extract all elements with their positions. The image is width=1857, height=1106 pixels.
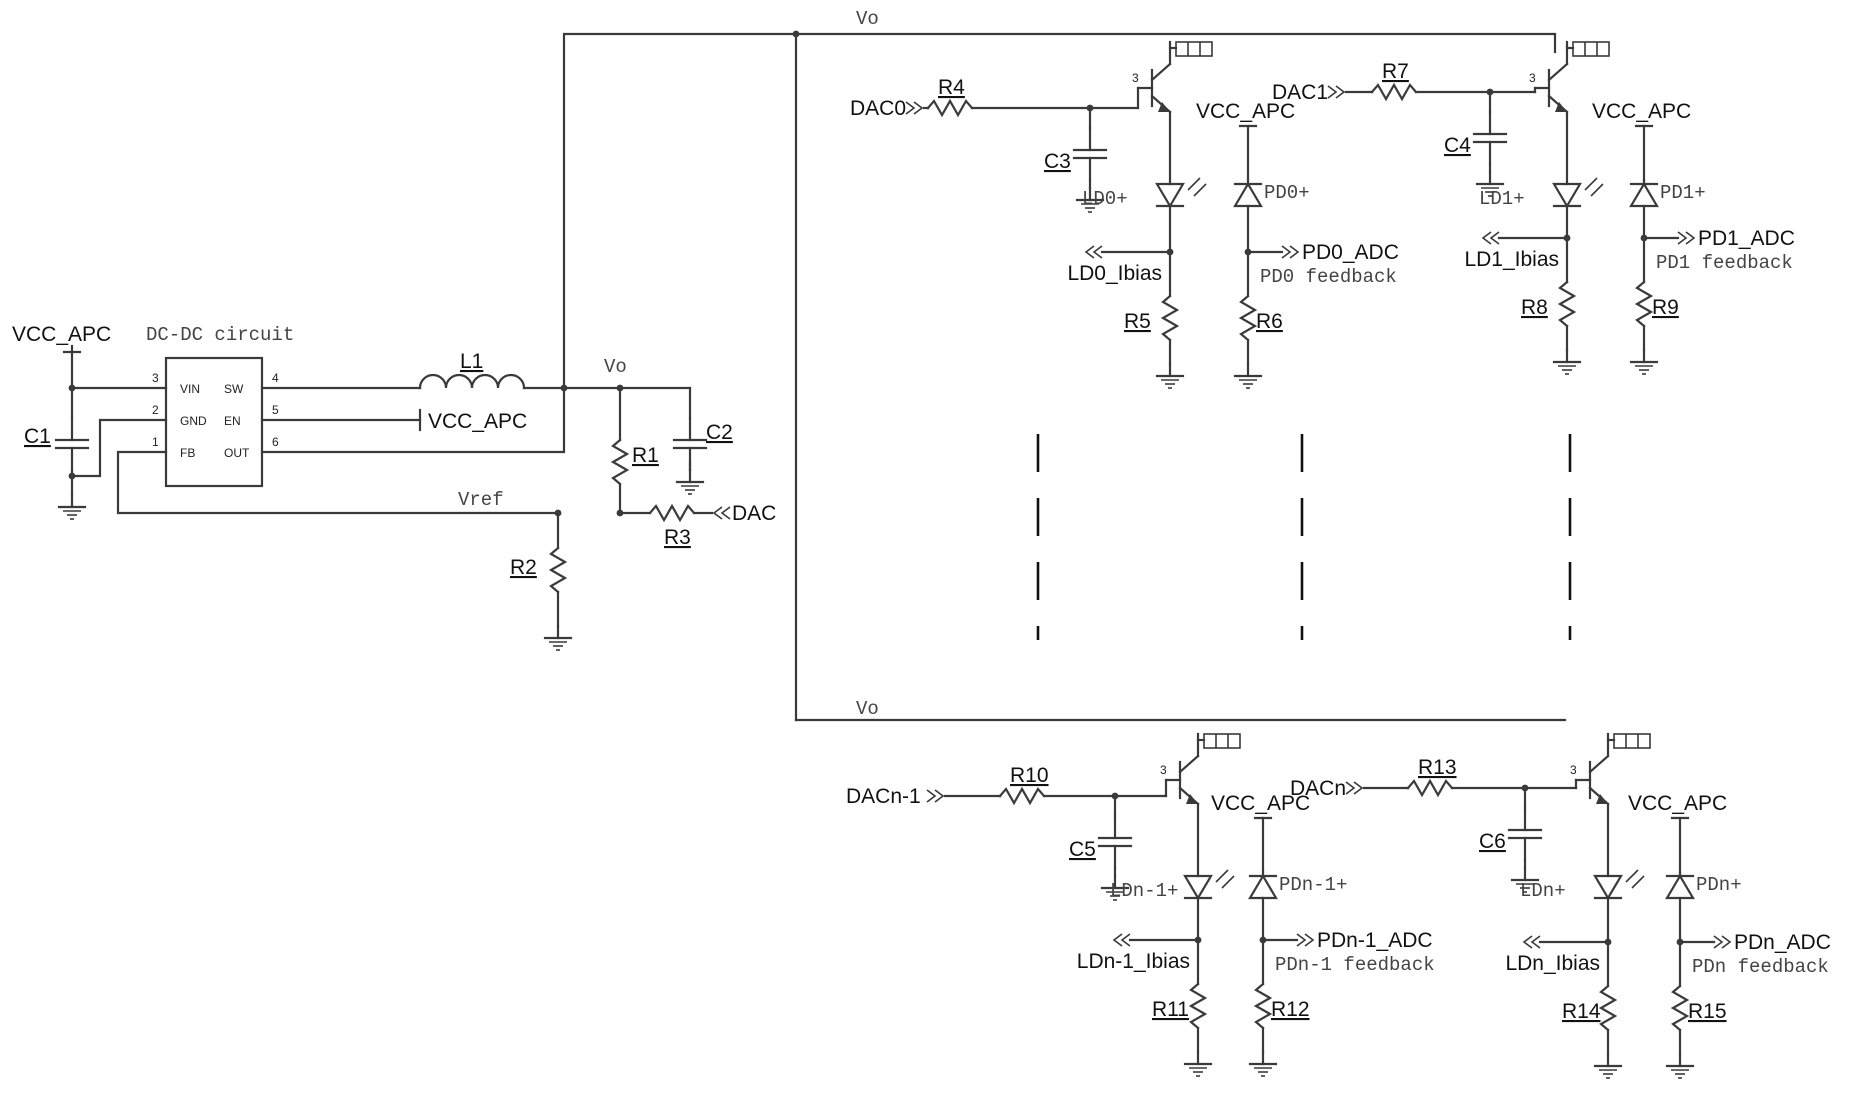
r2-label: R2 (510, 556, 537, 579)
pd-feedback-label: PDn feedback (1692, 956, 1829, 978)
c1-label: C1 (24, 425, 51, 448)
photodiode-label: PD1+ (1660, 182, 1706, 204)
base-capacitor-label: C3 (1044, 150, 1071, 173)
dcdc-ic (164, 356, 264, 488)
vcc-apc-dcdc-label: VCC_APC (12, 323, 111, 346)
pd-vcc-apc-label: VCC_APC (1592, 100, 1691, 123)
pd-vcc-apc-label: VCC_APC (1628, 792, 1727, 815)
ld-bias-net-label: LD1_Ibias (1464, 248, 1559, 271)
ld-resistor-label: R11 (1152, 998, 1189, 1021)
ld-resistor-label: R5 (1124, 310, 1151, 333)
pd-resistor-label: R12 (1271, 998, 1310, 1021)
pd-vcc-apc-label: VCC_APC (1196, 100, 1295, 123)
pd-resistor-label: R9 (1652, 296, 1679, 319)
ld-bias-net-label: LDn-1_Ibias (1077, 950, 1190, 973)
photodiode-label: PD0+ (1264, 182, 1310, 204)
continuation-dashes (1036, 434, 1572, 640)
dcdc-pin-name-left: VIN (180, 382, 200, 396)
base-pin-number: 3 (1132, 71, 1139, 85)
pd-adc-net-label: PD0_ADC (1302, 241, 1399, 264)
ld-bias-net-label: LD0_Ibias (1067, 262, 1162, 285)
photodiode-label: PDn+ (1696, 874, 1742, 896)
laser-diode-label: LDn+ (1520, 880, 1566, 902)
dcdc-pin-num-right: 6 (272, 435, 279, 449)
dcdc-pin-num-left: 3 (152, 371, 159, 385)
base-pin-number: 3 (1160, 763, 1167, 777)
pd-resistor-label: R6 (1256, 310, 1283, 333)
base-pin-number: 3 (1570, 763, 1577, 777)
input-resistor-label: R4 (938, 76, 965, 99)
pd-feedback-label: PDn-1 feedback (1275, 954, 1435, 976)
r1-label: R1 (632, 444, 659, 467)
dcdc-title: DC-DC circuit (146, 324, 294, 346)
photodiode-label: PDn-1+ (1279, 874, 1347, 896)
dcdc-pin-name-left: FB (180, 446, 195, 460)
ld-bias-net-label: LDn_Ibias (1505, 952, 1600, 975)
pd-resistor-label: R15 (1688, 1000, 1727, 1023)
vo-top-label: Vo (856, 8, 879, 30)
vo-rails: Vo Vo (562, 8, 1567, 722)
dac-input-label: DAC1 (1272, 81, 1328, 104)
dac-input-label: DACn-1 (846, 785, 921, 808)
dcdc-pin-num-right: 5 (272, 403, 279, 417)
ld-pd-channels: DAC0R4C33LD0+LD0_IbiasR5VCC_APCPD0+PD0_A… (846, 40, 1831, 1080)
dcdc-pin-name-right: SW (224, 382, 244, 396)
input-resistor-label: R10 (1010, 764, 1049, 787)
dcdc-pin-name-left: GND (180, 414, 207, 428)
dac-label: DAC (732, 502, 776, 525)
l1-label: L1 (460, 350, 483, 373)
dcdc-pin-name-right: EN (224, 414, 241, 428)
base-capacitor-label: C5 (1069, 838, 1096, 861)
dac-input-label: DACn (1290, 777, 1346, 800)
vref-label: Vref (458, 489, 504, 511)
r3-label: R3 (664, 526, 691, 549)
laser-diode-label: LD1+ (1479, 188, 1525, 210)
input-resistor-label: R13 (1418, 756, 1457, 779)
base-pin-number: 3 (1529, 71, 1536, 85)
vo-bottom-label: Vo (856, 698, 879, 720)
pd-adc-net-label: PDn-1_ADC (1317, 929, 1433, 952)
c2-label: C2 (706, 421, 733, 444)
laser-diode-label: LDn-1+ (1110, 880, 1178, 902)
pd-feedback-label: PD1 feedback (1656, 252, 1793, 274)
dac-input-label: DAC0 (850, 97, 906, 120)
base-capacitor-label: C6 (1479, 830, 1506, 853)
laser-diode-label: LD0+ (1082, 188, 1128, 210)
base-capacitor-label: C4 (1444, 134, 1471, 157)
ld-resistor-label: R14 (1562, 1000, 1601, 1023)
dcdc-pin-num-left: 1 (152, 435, 159, 449)
ld-resistor-label: R8 (1521, 296, 1548, 319)
dcdc-pin-num-right: 4 (272, 371, 279, 385)
pd-adc-net-label: PD1_ADC (1698, 227, 1795, 250)
pd-adc-net-label: PDn_ADC (1734, 931, 1831, 954)
vo-dcdc-label: Vo (604, 356, 627, 378)
input-resistor-label: R7 (1382, 60, 1409, 83)
dcdc-pin-name-right: OUT (224, 446, 250, 460)
pd-feedback-label: PD0 feedback (1260, 266, 1397, 288)
pd-vcc-apc-label: VCC_APC (1211, 792, 1310, 815)
en-vcc-apc-label: VCC_APC (428, 410, 527, 433)
dcdc-pin-num-left: 2 (152, 403, 159, 417)
